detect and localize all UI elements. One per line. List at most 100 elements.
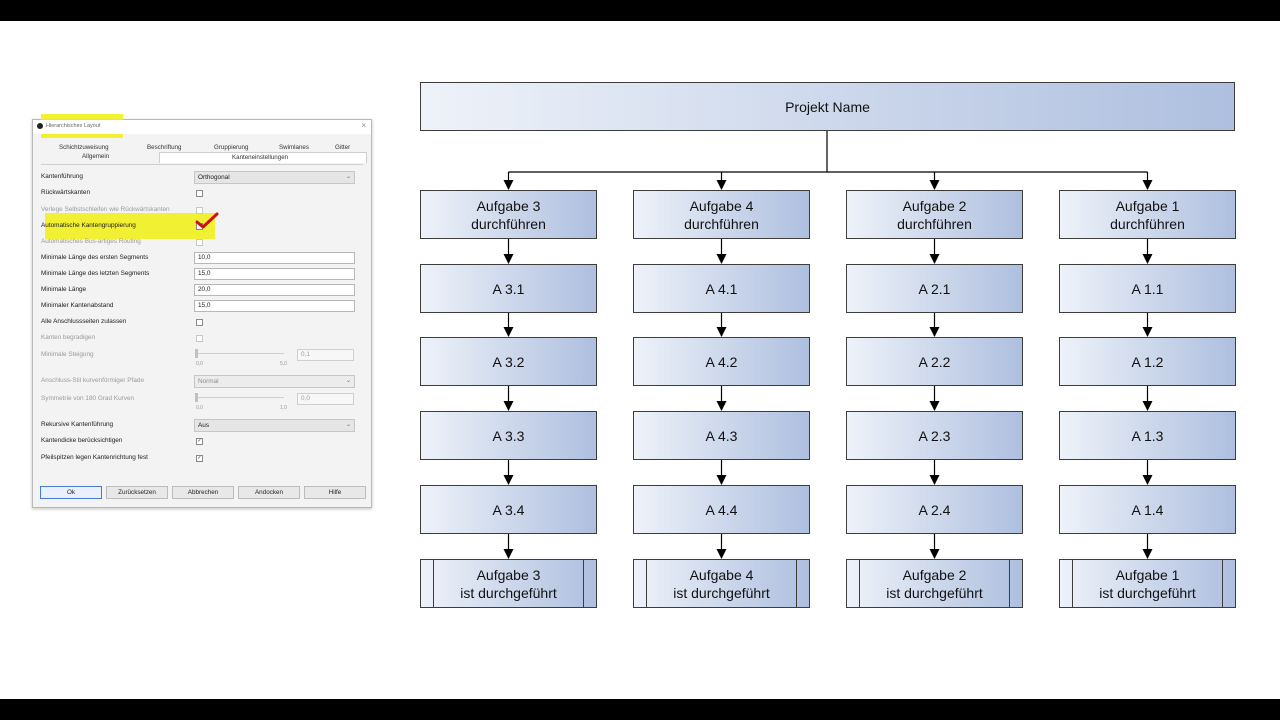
steigung-slider[interactable] — [195, 349, 284, 358]
label-rueckwaertskanten: Rückwärtskanten — [41, 189, 91, 196]
help-button[interactable]: Hilfe — [304, 486, 366, 499]
task-end-node[interactable]: Aufgabe 2 ist durchgeführt — [846, 559, 1023, 608]
tab-row-back: Schichtzuweisung Beschriftung Gruppierun… — [39, 143, 365, 152]
slider-thumb[interactable] — [195, 393, 198, 402]
rekursiv-select[interactable]: Aus ⌄ — [194, 419, 355, 432]
row-anschluss-stil: Anschluss-Stil kurvenförmiger Pfade Norm… — [41, 375, 355, 388]
tab-gruppierung[interactable]: Gruppierung — [214, 144, 249, 151]
label-rekursiv: Rekursive Kantenführung — [41, 421, 114, 428]
step-node[interactable]: A 3.2 — [420, 337, 597, 386]
step-node[interactable]: A 2.2 — [846, 337, 1023, 386]
step-node[interactable]: A 4.4 — [633, 485, 810, 534]
kantendicke-checkbox[interactable]: ✓ — [196, 438, 203, 445]
task-header-node[interactable]: Aufgabe 4 durchführen — [633, 190, 810, 239]
task-end-node[interactable]: Aufgabe 3 ist durchgeführt — [420, 559, 597, 608]
node-label: A 1.4 — [1131, 501, 1164, 518]
label-min-letztes: Minimale Länge des letzten Segments — [41, 270, 150, 277]
symmetrie-slider[interactable] — [195, 393, 284, 402]
root-node-label: Projekt Name — [785, 98, 870, 115]
slider-thumb[interactable] — [195, 349, 198, 358]
begradigen-checkbox[interactable] — [196, 335, 203, 342]
node-label: A 4.4 — [705, 501, 738, 518]
node-label: A 4.2 — [705, 353, 738, 370]
ok-button[interactable]: Ok — [40, 486, 102, 499]
reset-button[interactable]: Zurücksetzen — [106, 486, 168, 499]
anschlussseiten-checkbox[interactable] — [196, 319, 203, 326]
node-label: A 3.3 — [492, 427, 525, 444]
chevron-down-icon: ⌄ — [345, 378, 351, 384]
label-min-erstes: Minimale Länge des ersten Segments — [41, 254, 149, 261]
tab-allgemein[interactable]: Allgemein — [82, 153, 110, 160]
tab-schichtzuweisung[interactable]: Schichtzuweisung — [59, 144, 109, 151]
row-min-erstes: Minimale Länge des ersten Segments 10,0 — [41, 252, 355, 264]
anschluss-stil-select[interactable]: Normal ⌄ — [194, 375, 355, 388]
min-laenge-input[interactable]: 20,0 — [194, 284, 355, 296]
step-node[interactable]: A 3.1 — [420, 264, 597, 313]
selbstschleifen-checkbox[interactable] — [196, 207, 203, 214]
cancel-button[interactable]: Abbrechen — [172, 486, 234, 499]
task-header-node[interactable]: Aufgabe 2 durchführen — [846, 190, 1023, 239]
symmetrie-tick-max: 1,0 — [280, 405, 287, 411]
step-node[interactable]: A 2.1 — [846, 264, 1023, 313]
step-node[interactable]: A 2.3 — [846, 411, 1023, 460]
node-label: Aufgabe 2 ist durchgeführt — [886, 566, 983, 601]
node-label: A 1.2 — [1131, 353, 1164, 370]
node-inner-line-left — [646, 560, 647, 607]
step-node[interactable]: A 3.4 — [420, 485, 597, 534]
node-label: Aufgabe 4 durchführen — [684, 197, 759, 232]
step-node[interactable]: A 2.4 — [846, 485, 1023, 534]
symmetrie-value: 0,0 — [301, 395, 310, 402]
dialog-titlebar[interactable]: Hierarchisches Layout × — [33, 120, 371, 134]
tab-gitter[interactable]: Gitter — [335, 144, 351, 151]
label-selbstschleifen: Verlege Selbstschleifen wie Rückwärtskan… — [41, 206, 170, 213]
step-node[interactable]: A 3.3 — [420, 411, 597, 460]
busrouting-checkbox[interactable] — [196, 239, 203, 246]
node-label: A 2.4 — [918, 501, 951, 518]
task-header-node[interactable]: Aufgabe 3 durchführen — [420, 190, 597, 239]
node-label: A 2.2 — [918, 353, 951, 370]
kantenfuehrung-select[interactable]: Orthogonal ⌄ — [194, 171, 355, 184]
tab-kanteneinstellungen[interactable]: Kanteneinstellungen — [159, 152, 367, 163]
tab-swimlanes[interactable]: Swimlanes — [279, 144, 309, 151]
label-min-abstand: Minimaler Kantenabstand — [41, 302, 114, 309]
tab-beschriftung[interactable]: Beschriftung — [147, 144, 182, 151]
rueckwaertskanten-checkbox[interactable] — [196, 190, 203, 197]
node-label: A 3.2 — [492, 353, 525, 370]
step-node[interactable]: A 1.1 — [1059, 264, 1236, 313]
steigung-tick-max: 5,0 — [280, 361, 287, 367]
symmetrie-input[interactable]: 0,0 — [297, 393, 354, 405]
step-node[interactable]: A 1.4 — [1059, 485, 1236, 534]
hierarchical-layout-dialog: Hierarchisches Layout × Schichtzuweisung… — [32, 114, 372, 508]
step-node[interactable]: A 1.3 — [1059, 411, 1236, 460]
task-end-node[interactable]: Aufgabe 4 ist durchgeführt — [633, 559, 810, 608]
step-node[interactable]: A 1.2 — [1059, 337, 1236, 386]
row-min-letztes: Minimale Länge des letzten Segments 15,0 — [41, 268, 355, 280]
steigung-input[interactable]: 0,1 — [297, 349, 354, 361]
node-inner-line-left — [859, 560, 860, 607]
min-laenge-value: 20,0 — [198, 286, 211, 293]
row-busrouting: Automatisches Bus-artiges Routing — [41, 236, 355, 248]
root-node[interactable]: Projekt Name — [420, 82, 1235, 131]
step-node[interactable]: A 4.2 — [633, 337, 810, 386]
row-anschlussseiten: Alle Anschlussseiten zulassen — [41, 316, 355, 328]
node-label: Aufgabe 1 durchführen — [1110, 197, 1185, 232]
task-end-node[interactable]: Aufgabe 1 ist durchgeführt — [1059, 559, 1236, 608]
node-label: Aufgabe 4 ist durchgeführt — [673, 566, 770, 601]
row-selbstschleifen: Verlege Selbstschleifen wie Rückwärtskan… — [41, 204, 355, 216]
step-node[interactable]: A 4.1 — [633, 264, 810, 313]
label-kantenfuehrung: Kantenführung — [41, 173, 83, 180]
step-node[interactable]: A 4.3 — [633, 411, 810, 460]
close-icon[interactable]: × — [361, 121, 366, 130]
pfeilspitzen-checkbox[interactable]: ✓ — [196, 455, 203, 462]
min-abstand-input[interactable]: 15,0 — [194, 300, 355, 312]
task-header-node[interactable]: Aufgabe 1 durchführen — [1059, 190, 1236, 239]
row-begradigen: Kanten begradigen — [41, 332, 355, 344]
min-erstes-input[interactable]: 10,0 — [194, 252, 355, 264]
min-letztes-input[interactable]: 15,0 — [194, 268, 355, 280]
row-rueckwaertskanten: Rückwärtskanten — [41, 187, 355, 199]
node-label: Aufgabe 3 ist durchgeführt — [460, 566, 557, 601]
dock-button[interactable]: Andocken — [238, 486, 300, 499]
label-busrouting: Automatisches Bus-artiges Routing — [41, 238, 141, 245]
